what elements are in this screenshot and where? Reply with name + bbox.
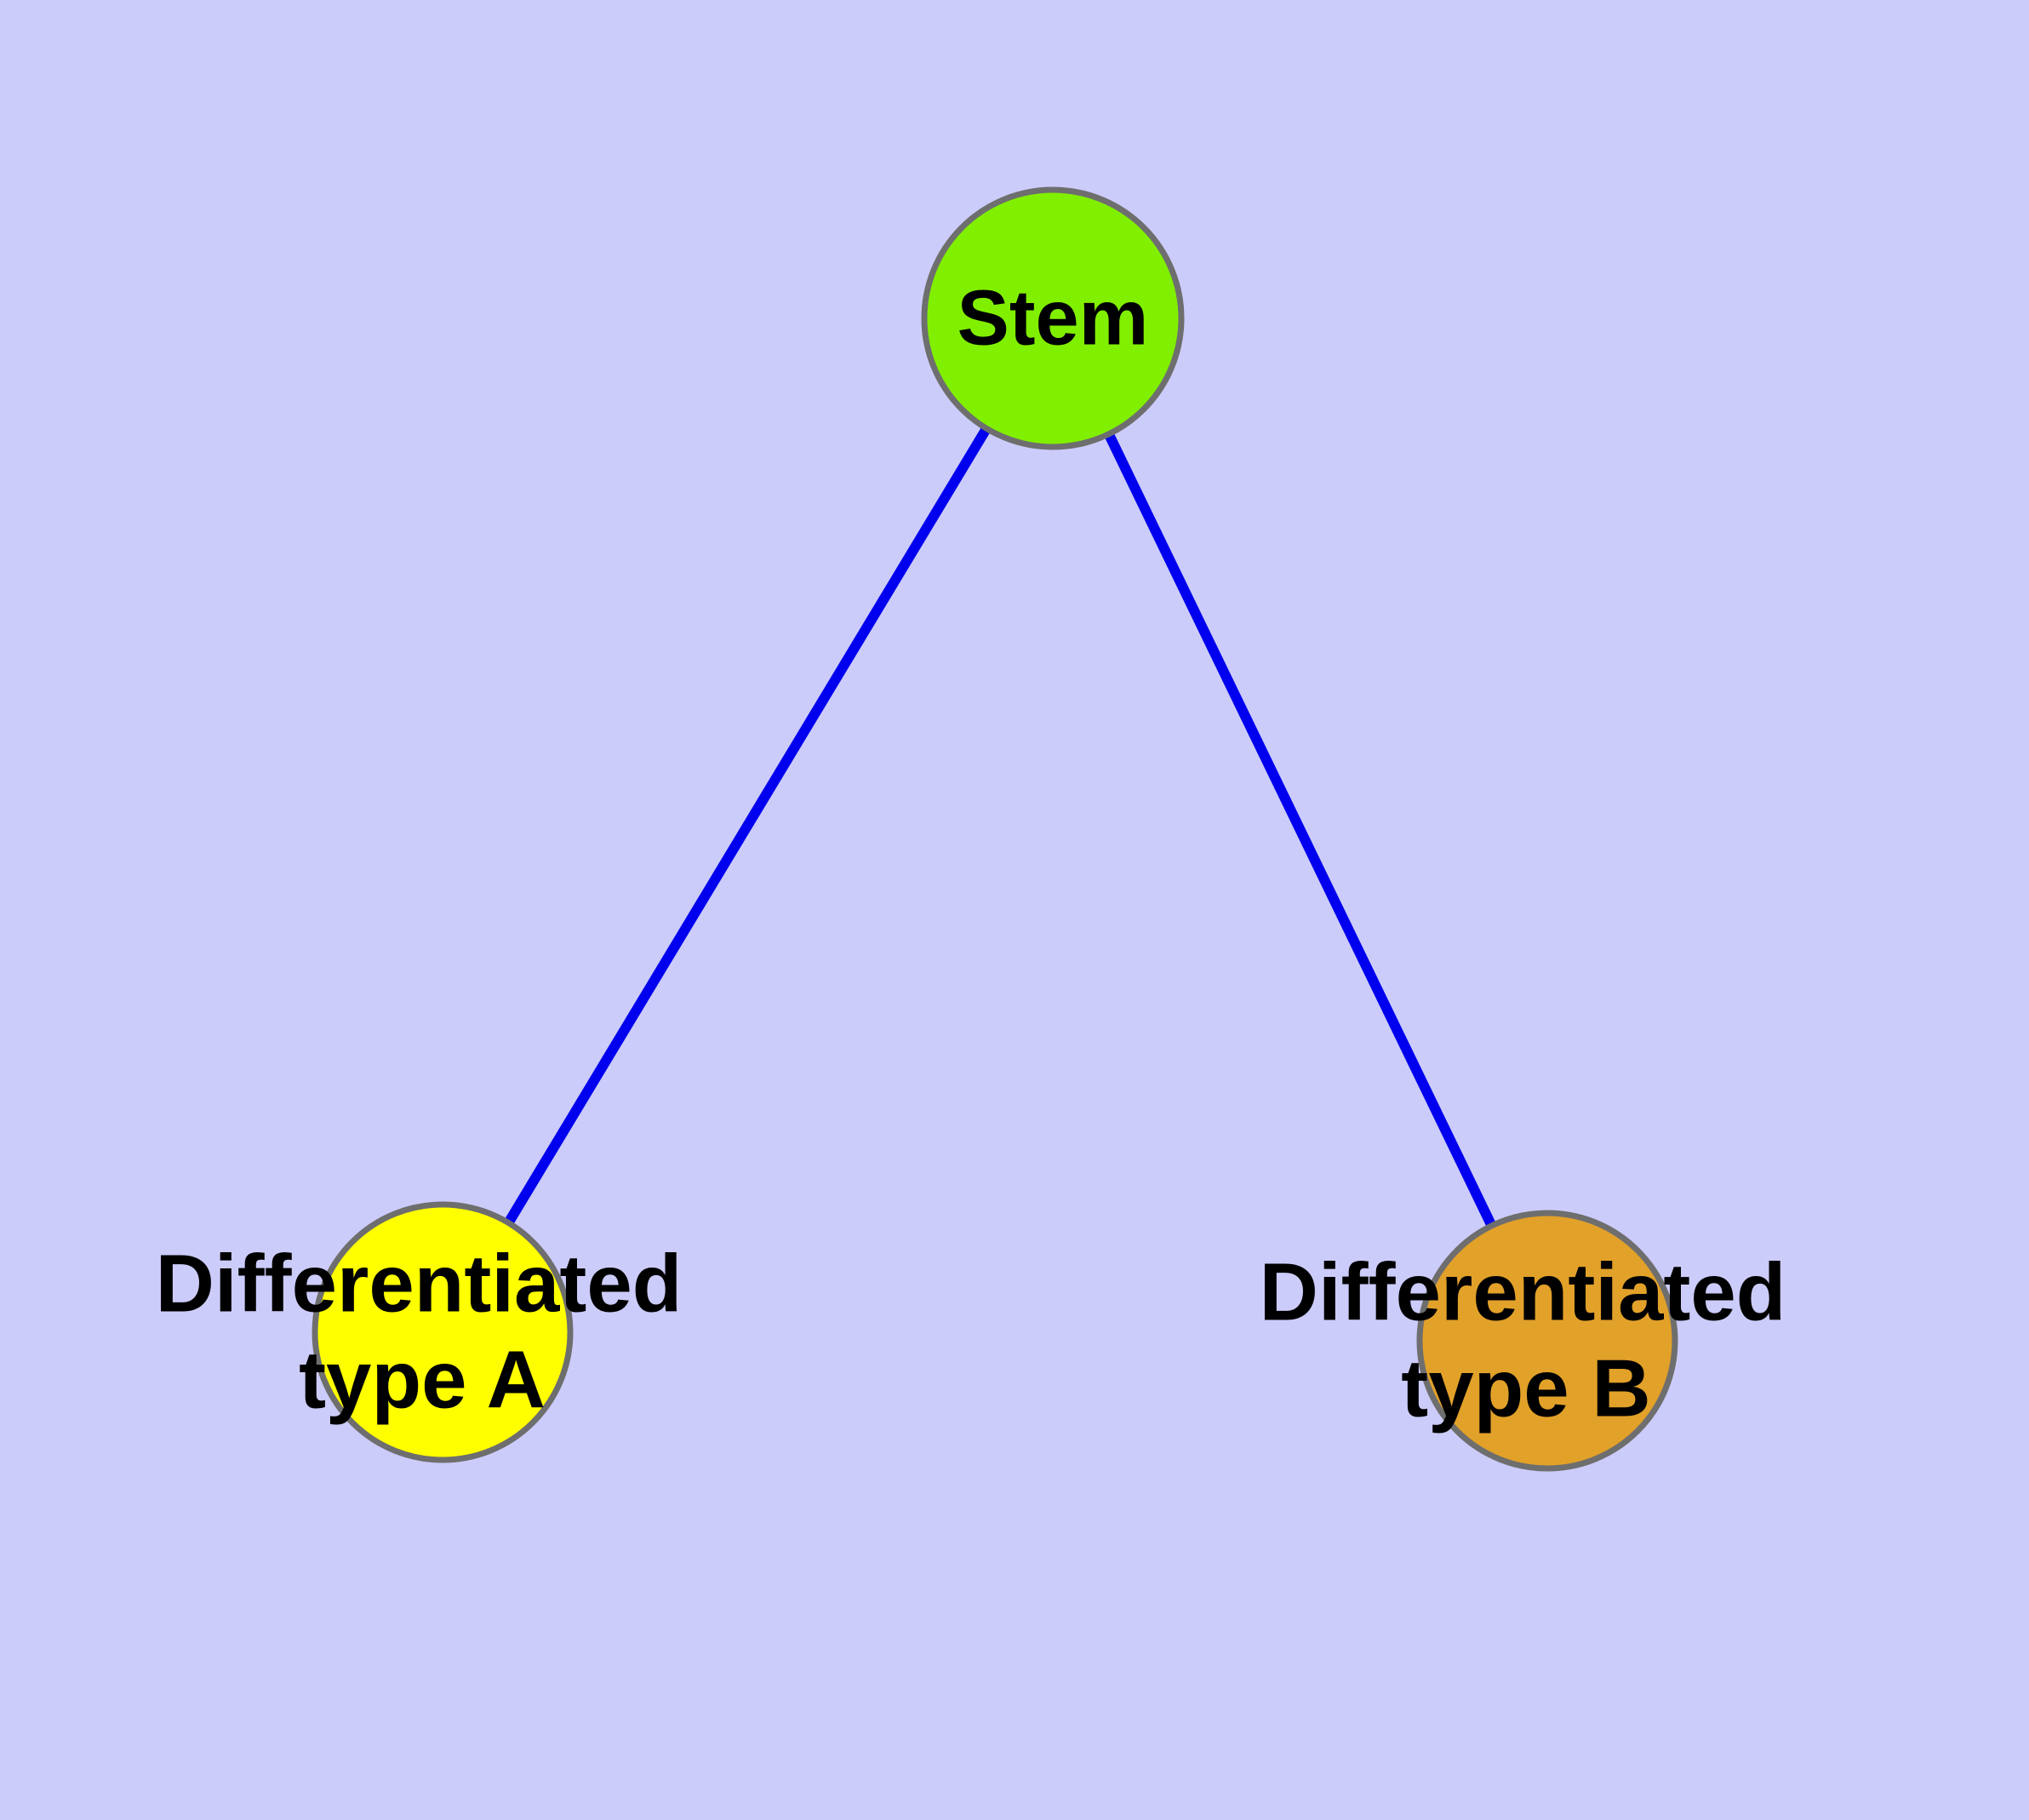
node-differentiated-type-b-label-line2: type B	[1401, 1342, 1650, 1434]
edge-stem-to-differentiated-type-b[interactable]	[1104, 432, 1497, 1228]
node-differentiated-type-b-label-line1: Differentiated	[1260, 1246, 1786, 1337]
node-stem[interactable]: Stem	[921, 186, 1185, 450]
node-differentiated-type-b[interactable]: Differentiated type B	[1260, 1210, 1786, 1472]
node-differentiated-type-a-label-line1: Differentiated	[156, 1238, 683, 1329]
node-differentiated-type-b-circle[interactable]	[1416, 1210, 1678, 1472]
edge-layer	[504, 426, 1497, 1228]
node-stem-label: Stem	[957, 274, 1149, 361]
node-layer: Stem Differentiated type A Differentiate…	[156, 186, 1786, 1472]
node-differentiated-type-a-label-line2: type A	[299, 1334, 546, 1425]
node-differentiated-type-a-circle[interactable]	[311, 1201, 574, 1463]
node-differentiated-type-a[interactable]: Differentiated type A	[156, 1201, 683, 1463]
node-stem-circle[interactable]	[921, 186, 1185, 450]
edge-stem-to-differentiated-type-a-seg[interactable]	[504, 426, 992, 1226]
